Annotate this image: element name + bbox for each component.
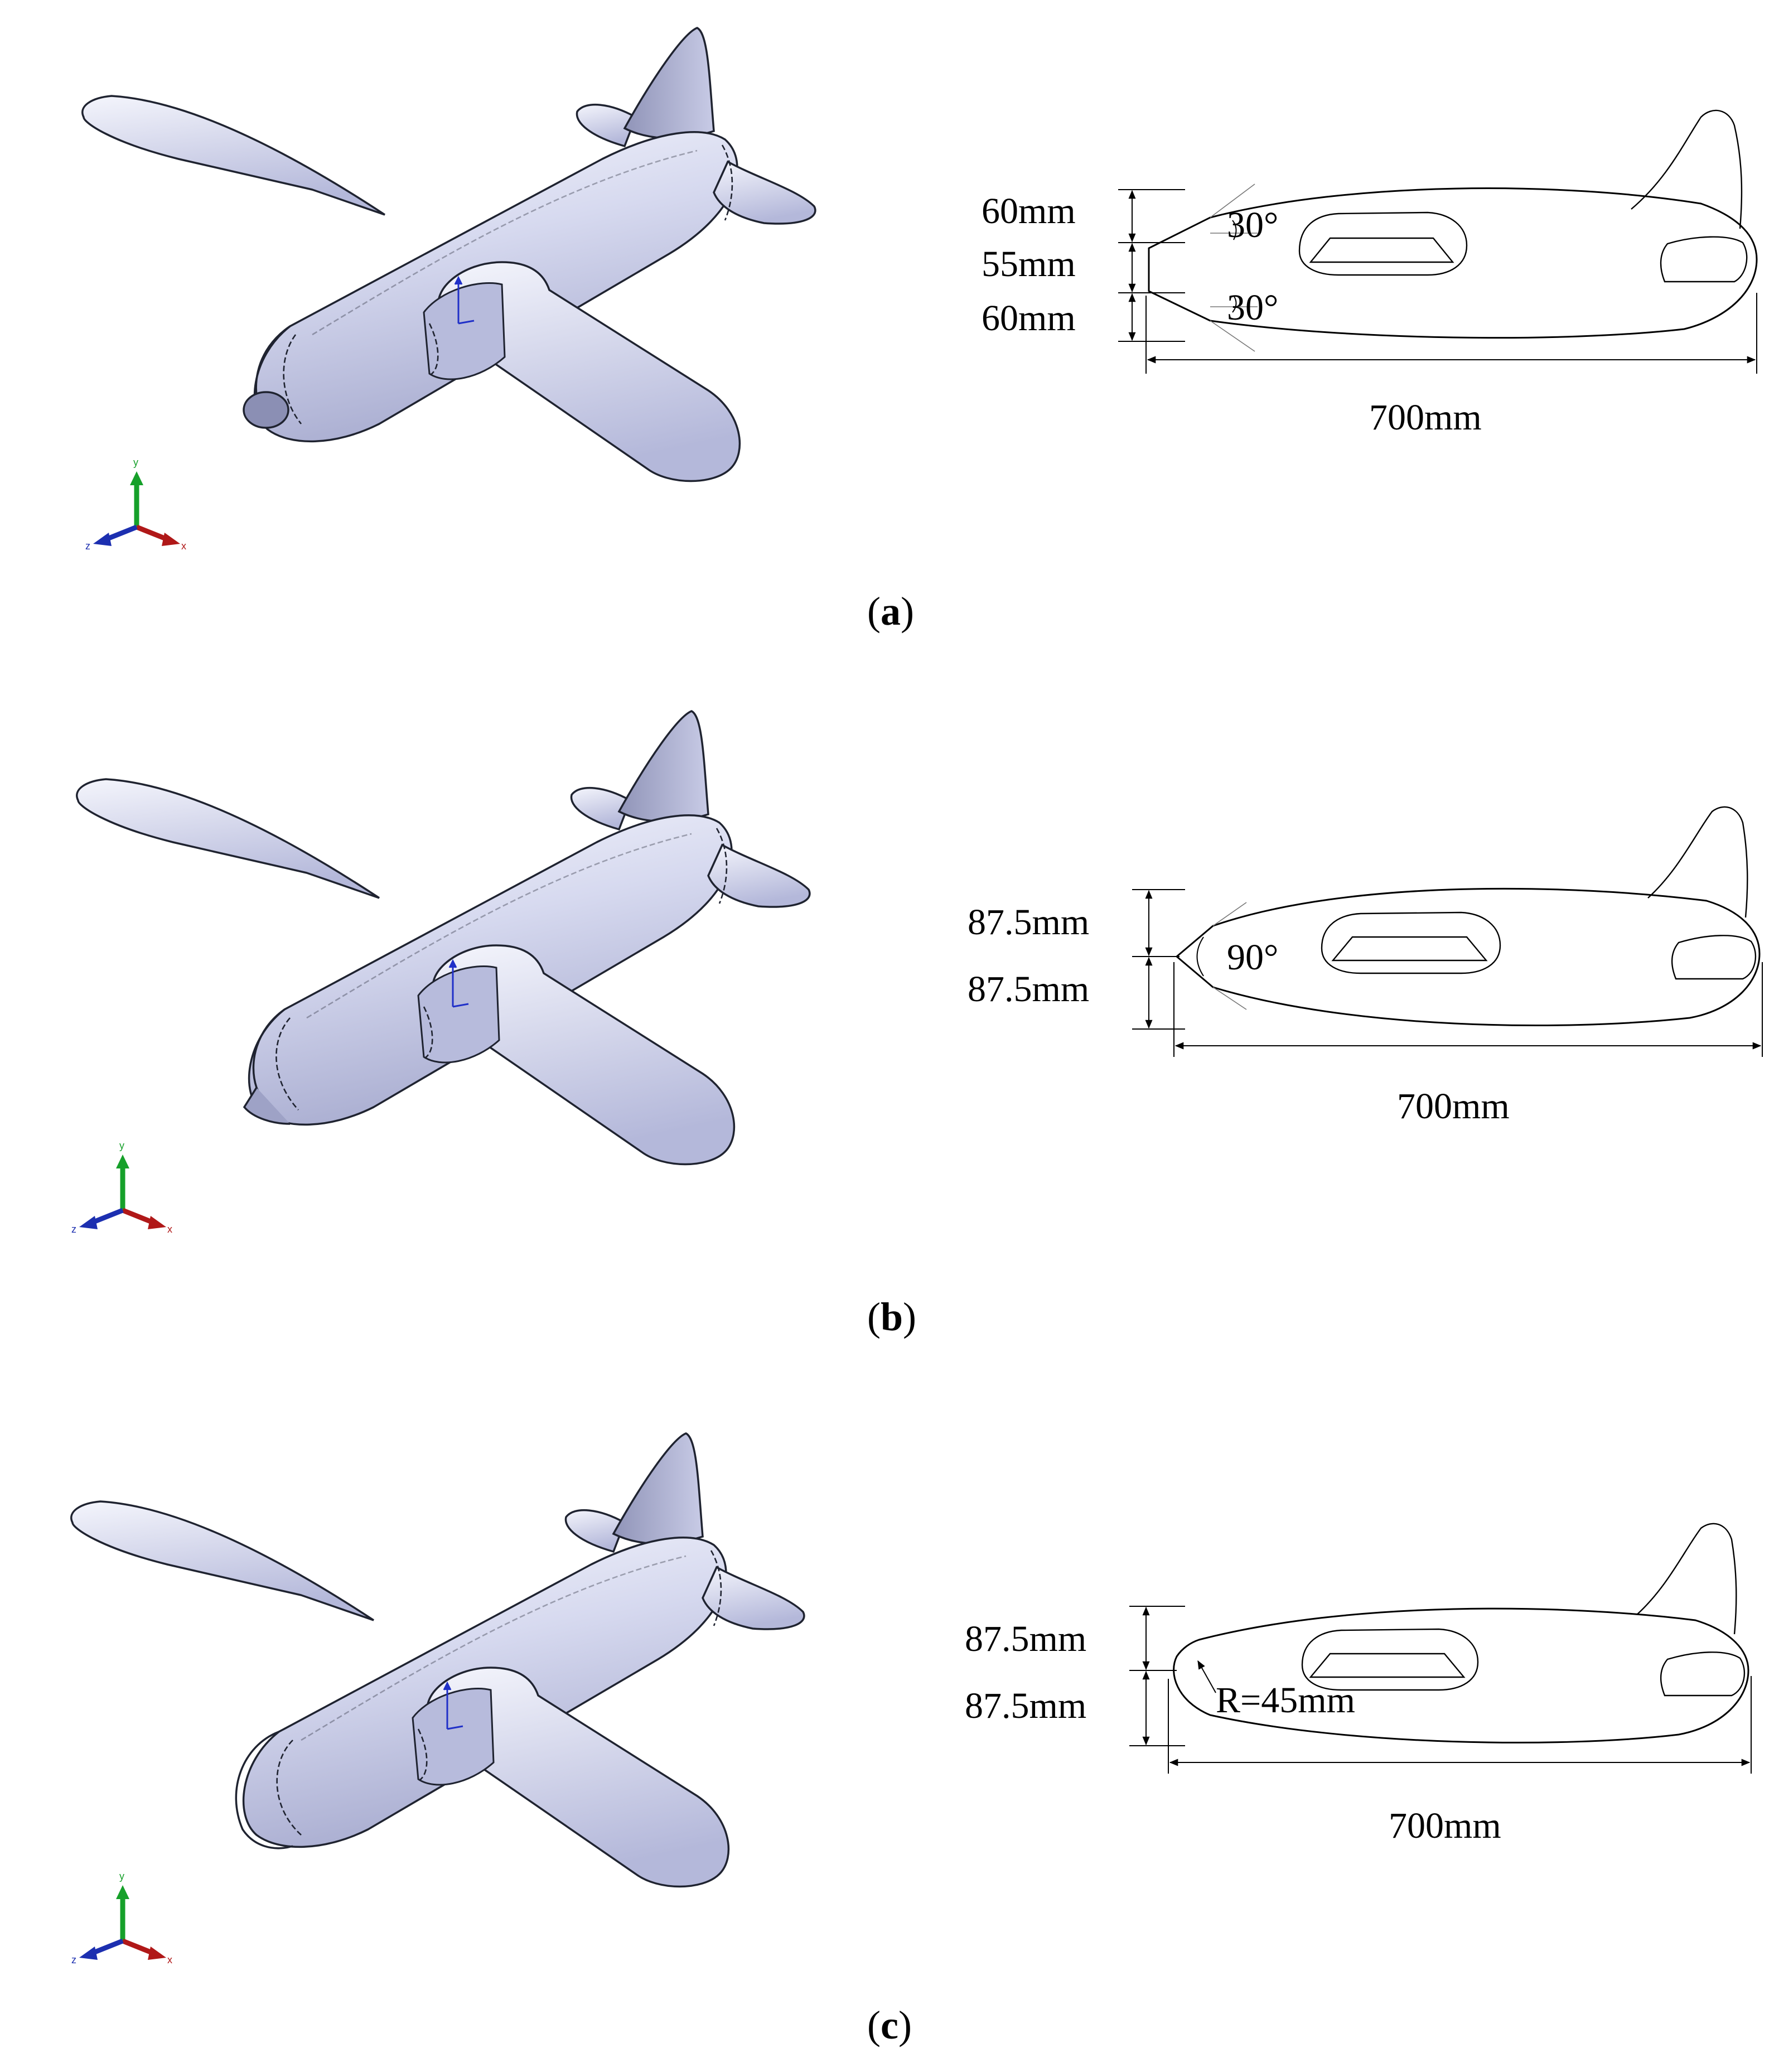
panel-b-nose <box>243 1008 299 1125</box>
panel-a: y x z <box>81 27 1758 634</box>
panel-c-dim-length: 700mm <box>1389 1805 1501 1846</box>
panel-c-dim-lower: 87.5mm <box>965 1685 1086 1726</box>
panel-a-axis-triad: y x z <box>85 457 186 552</box>
axis-z-label: z <box>71 1224 76 1235</box>
panel-a-3d-model <box>81 27 816 482</box>
panel-c-side-drawing: 87.5mm 87.5mm R=45mm 700mm <box>965 1523 1752 1846</box>
axis-z-label: z <box>71 1954 76 1965</box>
axis-y-label: y <box>119 1140 124 1151</box>
panel-a-dim-mid: 55mm <box>982 244 1076 284</box>
panel-b-side-drawing: 87.5mm 87.5mm 90° 700mm <box>968 806 1763 1127</box>
panel-b-caption: (b) <box>867 1295 916 1339</box>
axis-x-label: x <box>181 540 186 552</box>
panel-c-3d-model <box>70 1432 805 1888</box>
panel-a-nose <box>243 325 302 430</box>
panel-b-dim-length: 700mm <box>1397 1086 1510 1127</box>
panel-c-caption: (c) <box>867 2003 912 2047</box>
panel-b-caption-letter: b <box>881 1295 903 1339</box>
panel-b: y x z 87.5mm 87.5mm 90° 700mm <box>71 710 1763 1339</box>
panel-a-angle-bottom: 30° <box>1227 287 1278 328</box>
panel-b-dim-upper: 87.5mm <box>968 902 1089 943</box>
panel-b-angle: 90° <box>1227 937 1278 978</box>
panel-b-dim-lower: 87.5mm <box>968 969 1089 1010</box>
panel-a-dim-bottom: 60mm <box>982 298 1076 339</box>
panel-a-caption-letter: a <box>881 589 901 634</box>
axis-x-label: x <box>167 1224 172 1235</box>
panel-b-3d-model <box>76 710 811 1166</box>
panel-c-radius: R=45mm <box>1216 1680 1355 1721</box>
panel-b-axis-triad: y x z <box>71 1140 172 1235</box>
panel-a-angle-top: 30° <box>1227 205 1278 245</box>
axis-z-label: z <box>85 540 90 552</box>
panel-a-dim-length: 700mm <box>1369 397 1482 438</box>
panel-c-caption-letter: c <box>881 2003 898 2047</box>
axis-y-label: y <box>119 1871 124 1882</box>
panel-a-caption: (a) <box>867 589 914 634</box>
panel-c-nose <box>235 1731 302 1849</box>
panel-a-dim-top: 60mm <box>982 191 1076 231</box>
panel-a-side-drawing: 60mm 55mm 60mm 30° 30° 700mm <box>982 109 1758 438</box>
axis-x-label: x <box>167 1954 172 1965</box>
axis-y-label: y <box>133 457 138 468</box>
panel-c: y x z 87.5mm 87.5mm R=45mm 700mm (c) <box>70 1432 1752 2047</box>
panel-c-axis-triad: y x z <box>71 1871 172 1965</box>
panel-c-dim-upper: 87.5mm <box>965 1619 1086 1659</box>
